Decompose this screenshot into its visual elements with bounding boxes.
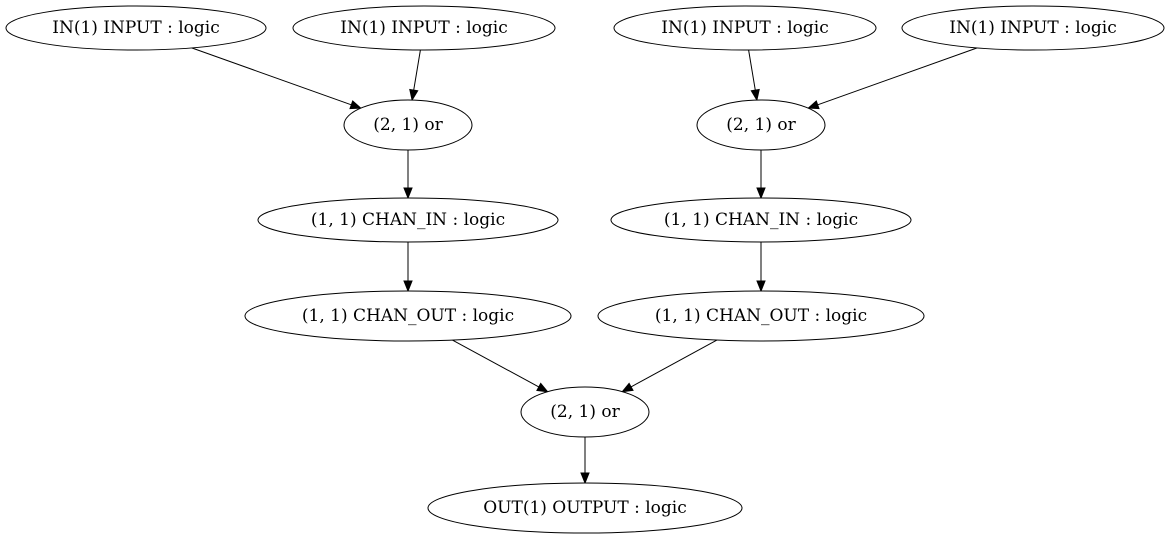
node-ellipse (5, 5, 267, 51)
edge-or1-to-chin1 (403, 150, 413, 200)
node-label: (1, 1) CHAN_IN : logic (311, 210, 505, 230)
node-ellipse (696, 99, 826, 151)
edge-in1-to-or1 (191, 47, 362, 110)
arrowhead-icon (349, 100, 362, 110)
arrowhead-icon (756, 280, 766, 293)
node-in2: IN(1) INPUT : logic (292, 5, 556, 51)
node-label: OUT(1) OUTPUT : logic (483, 498, 687, 518)
edge-or2-to-chin2 (756, 150, 766, 200)
node-chin2: (1, 1) CHAN_IN : logic (610, 197, 912, 243)
arrowhead-icon (807, 100, 820, 110)
node-label: (1, 1) CHAN_IN : logic (664, 210, 858, 230)
node-ellipse (597, 290, 925, 342)
edge-in3-to-or2 (748, 49, 760, 102)
node-label: IN(1) INPUT : logic (949, 18, 1117, 38)
node-label: IN(1) INPUT : logic (661, 18, 829, 38)
node-label: (2, 1) or (726, 115, 796, 135)
node-chout2: (1, 1) CHAN_OUT : logic (597, 290, 925, 342)
node-out: OUT(1) OUTPUT : logic (427, 482, 743, 534)
arrowhead-icon (536, 382, 549, 393)
node-label: (1, 1) CHAN_OUT : logic (655, 306, 867, 326)
node-label: (2, 1) or (373, 115, 443, 135)
node-label: IN(1) INPUT : logic (52, 18, 220, 38)
edge-in4-to-or2 (807, 47, 978, 110)
node-ellipse (427, 482, 743, 534)
arrowhead-icon (403, 187, 413, 200)
edge-chout1-to-or3 (452, 339, 549, 393)
arrowhead-icon (403, 280, 413, 293)
edge-chout2-to-or3 (621, 339, 718, 393)
node-in3: IN(1) INPUT : logic (613, 5, 877, 51)
edge-or3-to-out (580, 437, 590, 485)
arrowhead-icon (621, 382, 634, 393)
node-ellipse (244, 290, 572, 342)
node-ellipse (901, 5, 1165, 51)
edge-line (817, 47, 978, 106)
arrowhead-icon (756, 187, 766, 200)
node-label: IN(1) INPUT : logic (340, 18, 508, 38)
node-in4: IN(1) INPUT : logic (901, 5, 1165, 51)
node-or1: (2, 1) or (343, 99, 473, 151)
node-ellipse (613, 5, 877, 51)
arrowhead-icon (409, 88, 419, 102)
edge-in2-to-or1 (409, 49, 421, 102)
node-ellipse (257, 197, 559, 243)
arrowhead-icon (580, 472, 590, 485)
edge-line (748, 49, 756, 91)
nodes-layer: IN(1) INPUT : logic IN(1) INPUT : logic IN… (5, 5, 1165, 534)
node-chout1: (1, 1) CHAN_OUT : logic (244, 290, 572, 342)
edge-line (191, 47, 352, 106)
edge-chin1-to-chout1 (403, 242, 413, 293)
edge-chin2-to-chout2 (756, 242, 766, 293)
node-ellipse (610, 197, 912, 243)
node-label: (2, 1) or (550, 402, 620, 422)
node-or2: (2, 1) or (696, 99, 826, 151)
edge-line (630, 339, 718, 388)
node-ellipse (520, 386, 650, 438)
edge-line (452, 339, 540, 388)
node-or3: (2, 1) or (520, 386, 650, 438)
node-ellipse (292, 5, 556, 51)
node-ellipse (343, 99, 473, 151)
node-in1: IN(1) INPUT : logic (5, 5, 267, 51)
node-label: (1, 1) CHAN_OUT : logic (302, 306, 514, 326)
node-chin1: (1, 1) CHAN_IN : logic (257, 197, 559, 243)
arrowhead-icon (750, 88, 760, 102)
edge-line (413, 49, 421, 91)
edges-layer (191, 47, 978, 485)
